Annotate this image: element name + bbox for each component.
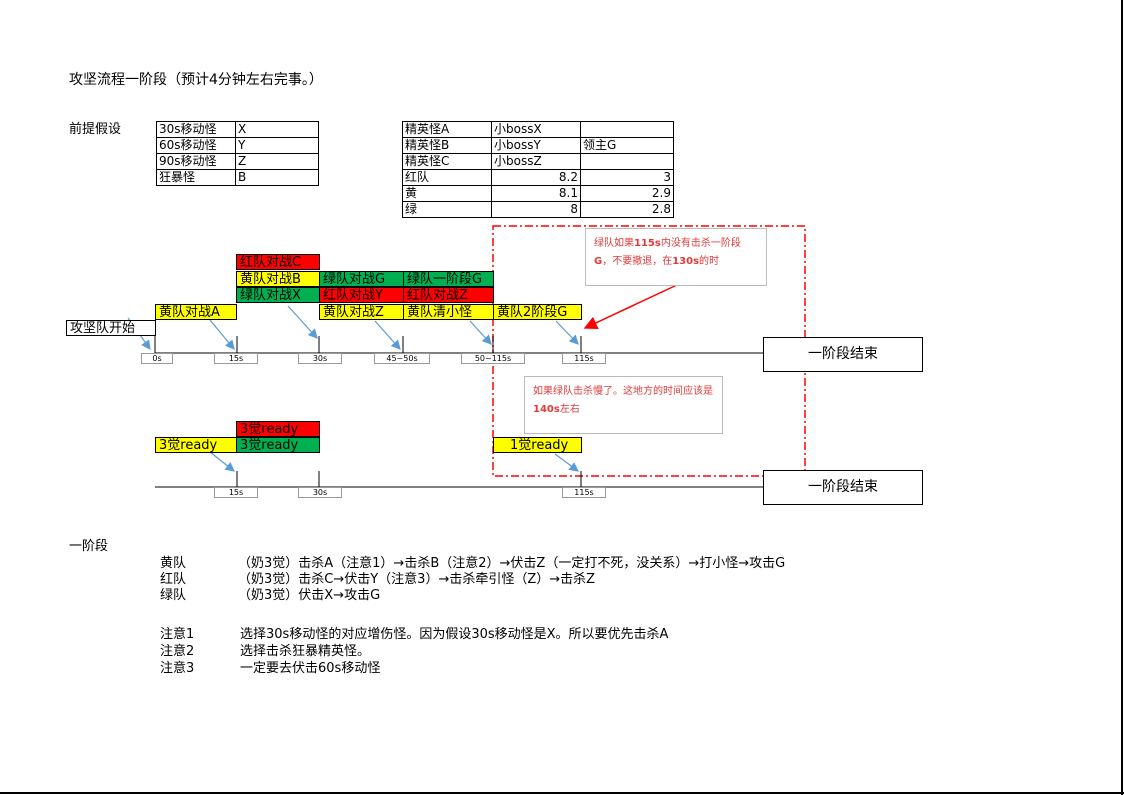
arrow-icon bbox=[209, 451, 235, 472]
team-desc-green: （奶3觉）伏击X→攻击G bbox=[238, 588, 381, 603]
bar-green-vs-g: 绿队对战G bbox=[319, 271, 404, 287]
bar-red-vs-z: 红队对战Z bbox=[403, 287, 494, 303]
tick-label: 50~115s bbox=[461, 353, 525, 364]
phase-end-box: 一阶段结束 bbox=[763, 337, 923, 372]
phase-title: 一阶段 bbox=[69, 539, 109, 554]
remark-desc-2: 选择击杀狂暴精英怪。 bbox=[240, 644, 371, 659]
table-cell: 8.2 bbox=[491, 169, 581, 186]
team-name-green: 绿队 bbox=[160, 588, 187, 603]
tick-label: 115s bbox=[562, 487, 606, 498]
tick-label: 115s bbox=[562, 353, 606, 364]
bar-yellow-vs-b: 黄队对战B bbox=[236, 271, 320, 287]
team-desc-yellow: （奶3觉）击杀A（注意1）→击杀B（注意2）→伏击Z（一定打不死，没关系）→打小… bbox=[238, 556, 786, 571]
arrow-icon bbox=[287, 305, 318, 339]
remark-name-1: 注意1 bbox=[160, 627, 195, 642]
table-cell: 红队 bbox=[402, 169, 492, 186]
remark-desc-1: 选择30s移动怪的对应增伤怪。因为假设30s移动怪是X。所以要优先击杀A bbox=[240, 627, 669, 642]
premise-label: 前提假设 bbox=[69, 122, 122, 137]
red-arrow-icon bbox=[583, 283, 680, 330]
bar-yellow-vs-z: 黄队对战Z bbox=[319, 304, 404, 320]
bar-red-vs-c: 红队对战C bbox=[236, 254, 320, 270]
tick-label: 15s bbox=[214, 487, 258, 498]
table-cell: 30s移动怪 bbox=[156, 121, 236, 138]
tick-label: 0s bbox=[141, 353, 173, 364]
table-cell: 狂暴怪 bbox=[156, 169, 236, 186]
table-cell: 90s移动怪 bbox=[156, 153, 236, 170]
remark-desc-3: 一定要去伏击60s移动怪 bbox=[240, 661, 381, 676]
start-label: 攻坚队开始 bbox=[66, 320, 156, 336]
team-desc-red: （奶3觉）击杀C→伏击Y（注意3）→击杀牵引怪（Z）→击杀Z bbox=[238, 572, 596, 587]
bar-yellow-clear-mobs: 黄队清小怪 bbox=[403, 304, 494, 320]
annotation-note-140s: 如果绿队击杀慢了。这地方的时间应该是140s左右 bbox=[524, 376, 723, 434]
arrow-icon bbox=[209, 319, 235, 350]
bar-green-3-awaken-ready: 3觉ready bbox=[236, 437, 320, 453]
remark-name-2: 注意2 bbox=[160, 644, 195, 659]
table-cell: 小bossX bbox=[491, 121, 581, 138]
tick-label: 30s bbox=[298, 353, 342, 364]
arrow-icon bbox=[469, 320, 492, 345]
bar-green-phase1-g: 绿队一阶段G bbox=[403, 271, 494, 287]
bar-red-3-awaken-ready: 3觉ready bbox=[236, 421, 320, 437]
team-name-yellow: 黄队 bbox=[160, 556, 187, 571]
tick-label: 45~50s bbox=[374, 353, 430, 364]
arrow-icon bbox=[374, 320, 401, 350]
bar-yellow-3-awaken-ready: 3觉ready bbox=[155, 437, 237, 453]
page-border-bottom bbox=[0, 792, 1124, 794]
table-cell: 绿 bbox=[402, 201, 492, 218]
tick-label: 30s bbox=[298, 487, 342, 498]
page-title: 攻坚流程一阶段（预计4分钟左右完事。） bbox=[69, 72, 323, 88]
table-cell: B bbox=[235, 169, 319, 186]
table-cell: 2.8 bbox=[580, 201, 674, 218]
tick-label: 15s bbox=[214, 353, 258, 364]
bar-red-vs-y: 红队对战Y bbox=[319, 287, 404, 303]
bar-yellow-phase2-g: 黄队2阶段G bbox=[493, 304, 582, 320]
table-cell: 小bossZ bbox=[491, 153, 581, 170]
arrow-icon bbox=[555, 320, 579, 345]
bar-yellow-1-awaken-ready: 1觉ready bbox=[493, 437, 582, 453]
table-cell: 精英怪A bbox=[402, 121, 492, 138]
bar-green-vs-x: 绿队对战X bbox=[236, 287, 320, 303]
arrow-icon bbox=[554, 453, 579, 472]
phase-end-box-2: 一阶段结束 bbox=[763, 470, 923, 505]
page-border-right bbox=[1121, 0, 1123, 795]
team-name-red: 红队 bbox=[160, 572, 187, 587]
annotation-note-115s: 绿队如果115s内没有击杀一阶段G，不要撤退，在130s的时 bbox=[585, 228, 767, 286]
bar-yellow-vs-a: 黄队对战A bbox=[155, 304, 237, 320]
remark-name-3: 注意3 bbox=[160, 661, 195, 676]
